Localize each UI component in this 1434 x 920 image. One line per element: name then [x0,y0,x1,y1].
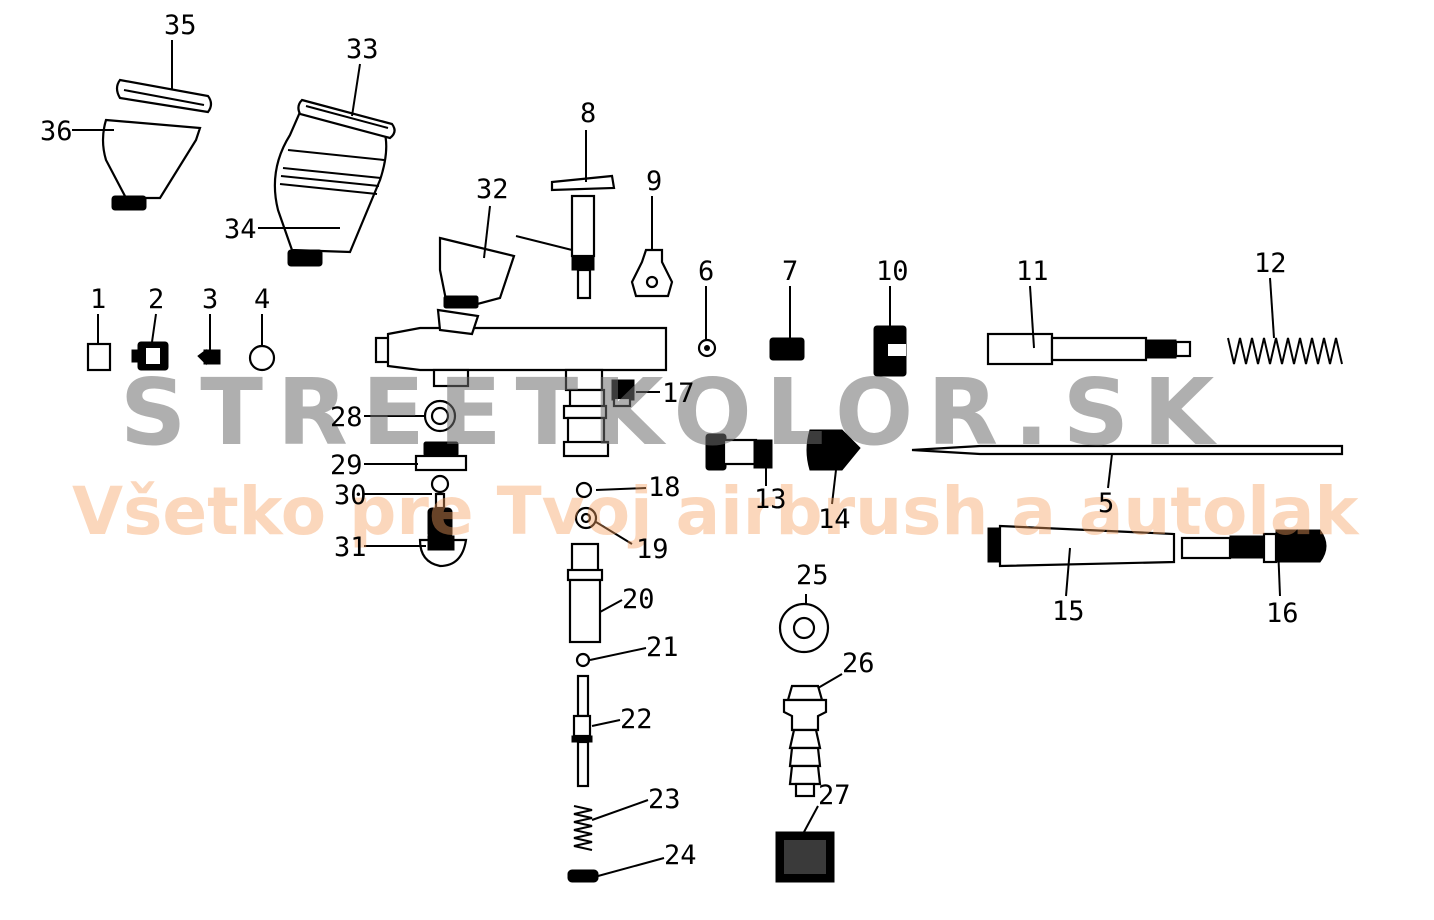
part-7-nut [769,337,805,361]
callout-33: 33 [346,34,379,65]
callout-20: 20 [622,584,655,615]
callout-25: 25 [796,560,829,591]
callout-24: 24 [664,840,697,871]
part-20-valve-body [566,542,604,644]
part-35-small-lid [115,78,213,114]
callout-6: 6 [698,256,714,287]
callout-26: 26 [842,648,875,679]
part-3-nozzle [197,349,221,366]
airbrush-body [374,308,668,392]
callout-14: 14 [818,504,851,535]
part-27-filter [775,831,835,883]
callout-8: 8 [580,98,596,129]
part-12-spring [1227,337,1343,365]
part-1-cap [86,342,112,372]
part-26-hose-connector [782,684,828,798]
callout-34: 34 [224,214,257,245]
part-21-o-ring [575,652,591,668]
part-16-end-screw [1180,529,1327,564]
callout-21: 21 [646,632,679,663]
callout-27: 27 [818,780,851,811]
callout-19: 19 [636,534,669,565]
part-13-chuck-nut [705,433,773,471]
part-24-guide [567,869,599,883]
part-18-o-ring [575,481,593,499]
callout-4: 4 [254,284,270,315]
part-28-washer [423,399,457,433]
callout-12: 12 [1254,248,1287,279]
callout-16: 16 [1266,598,1299,629]
watermark-tagline: Všetko pre Tvoj airbrush a autolak [72,473,1360,550]
callout-9: 9 [646,166,662,197]
callout-35: 35 [164,10,197,41]
valve-housing [562,388,610,458]
callout-7: 7 [782,256,798,287]
part-5-needle [911,444,1344,456]
callout-17: 17 [662,378,695,409]
part-33-large-lid [297,98,396,140]
part-31-air-valve [418,507,468,568]
callout-18: 18 [648,472,681,503]
callout-32: 32 [476,174,509,205]
callout-5: 5 [1098,488,1114,519]
callout-11: 11 [1016,256,1049,287]
callout-31: 31 [334,532,367,563]
part-15-handle [987,524,1176,568]
callout-13: 13 [754,484,787,515]
part-9-lever [630,248,674,298]
watermark-brand: STREETKOLOR.SK [120,359,1228,466]
callout-36: 36 [40,116,73,147]
part-8-trigger [550,174,616,300]
part-36-small-cup [101,118,202,211]
callout-30: 30 [334,480,367,511]
part-34-large-cup [273,110,388,267]
callout-23: 23 [648,784,681,815]
callout-15: 15 [1052,596,1085,627]
leader-lines [72,40,1281,877]
part-17-screw [611,379,635,408]
part-25-washer [778,602,830,654]
callout-22: 22 [620,704,653,735]
part-2-nozzle-cap [131,341,169,371]
callout-2: 2 [148,284,164,315]
part-19-washer [574,506,598,530]
callout-labels: 36 35 33 34 32 8 9 1 2 3 4 6 7 10 11 12 … [40,10,1299,871]
part-14-handle-nut [806,429,861,471]
part-32-bowl [438,236,516,309]
callout-28: 28 [330,402,363,433]
callout-1: 1 [90,284,106,315]
callout-29: 29 [330,450,363,481]
callout-3: 3 [202,284,218,315]
callout-10: 10 [876,256,909,287]
part-23-valve-spring [573,805,593,851]
part-11-needle-chucking-guide [986,332,1192,366]
part-22-valve-stem [571,674,593,788]
